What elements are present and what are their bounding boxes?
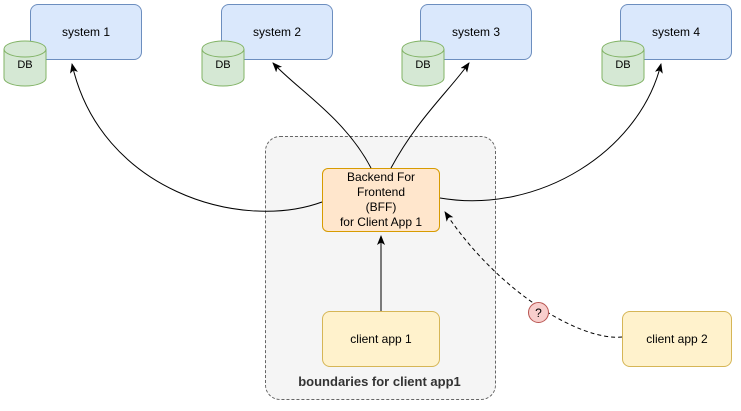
bff-label-line1: Backend For xyxy=(346,170,416,184)
db-label-2: DB xyxy=(215,59,231,71)
system-3-label: system 3 xyxy=(451,25,500,39)
question-badge: ? xyxy=(528,302,549,323)
system-2-box: system 2 xyxy=(221,4,333,60)
system-1-box: system 1 xyxy=(30,4,142,60)
boundary-label: boundaries for client app1 xyxy=(298,374,461,389)
system-2-label: system 2 xyxy=(252,25,301,39)
client-app-1-label: client app 1 xyxy=(350,332,412,346)
bff-label-line2: Frontend xyxy=(356,185,406,199)
db-label-4: DB xyxy=(615,59,631,71)
client-app-1-box: client app 1 xyxy=(322,311,440,367)
bff-label-line3: (BFF) xyxy=(365,200,397,214)
db-label-1: DB xyxy=(17,59,33,71)
db-label-3: DB xyxy=(415,59,431,71)
system-3-box: system 3 xyxy=(420,4,532,60)
question-label: ? xyxy=(535,305,542,320)
system-4-box: system 4 xyxy=(620,4,732,60)
bff-box: Backend For Frontend (BFF) for Client Ap… xyxy=(322,168,440,232)
system-1-label: system 1 xyxy=(61,25,110,39)
client-app-2-label: client app 2 xyxy=(646,332,708,346)
system-4-label: system 4 xyxy=(651,25,700,39)
bff-label-line4: for Client App 1 xyxy=(339,215,423,229)
client-app-2-box: client app 2 xyxy=(622,311,732,367)
